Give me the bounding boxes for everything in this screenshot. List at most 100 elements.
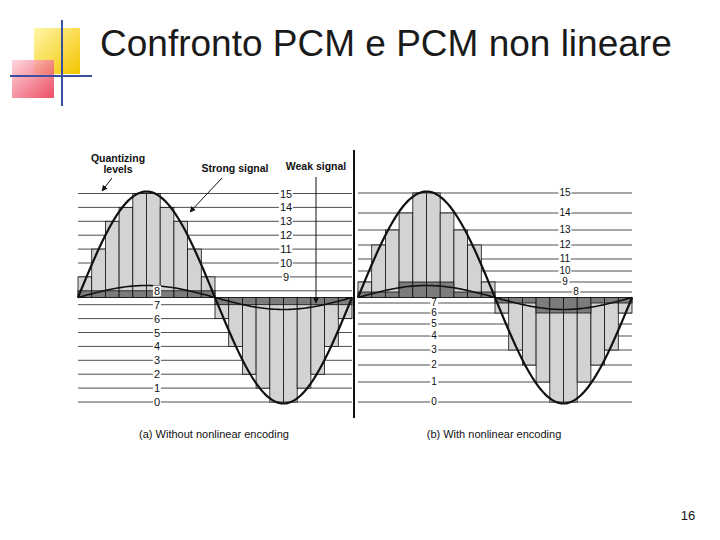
weak-step xyxy=(522,298,536,304)
level-number: 0 xyxy=(430,397,438,407)
weak-signal-curve xyxy=(358,286,632,310)
strong-step xyxy=(133,194,147,298)
level-number: 12 xyxy=(279,230,293,241)
strong-step xyxy=(256,298,270,389)
strong-step xyxy=(119,207,133,297)
slide-decoration xyxy=(10,20,92,106)
level-number: 5 xyxy=(430,319,438,329)
weak-step xyxy=(564,298,578,314)
weak-step xyxy=(577,298,591,314)
level-number: 15 xyxy=(558,188,571,198)
weak-step xyxy=(270,298,284,305)
quantizing-panel xyxy=(358,192,632,404)
level-number: 4 xyxy=(153,341,161,352)
strong-step xyxy=(147,194,161,298)
strong-step xyxy=(468,245,482,298)
level-line xyxy=(358,402,632,403)
level-number: 2 xyxy=(430,360,438,370)
callout-label: Strong signal xyxy=(201,163,268,174)
strong-step xyxy=(440,213,454,298)
level-number: 1 xyxy=(430,377,438,387)
weak-step xyxy=(591,298,605,304)
level-number: 3 xyxy=(153,355,161,366)
weak-step xyxy=(160,291,174,298)
callout-label: Quantizing levels xyxy=(86,153,150,174)
level-number: 5 xyxy=(153,327,161,338)
strong-step xyxy=(270,298,284,403)
leader-line xyxy=(316,177,317,303)
strong-step xyxy=(427,193,441,298)
blue-rule xyxy=(10,75,92,77)
panel-caption: (b) With nonlinear encoding xyxy=(427,429,562,440)
panel-divider xyxy=(353,150,355,418)
strong-step xyxy=(297,298,311,389)
level-number: 1 xyxy=(153,383,161,394)
strong-step xyxy=(605,298,619,351)
level-number: 4 xyxy=(430,331,438,341)
strong-step xyxy=(372,245,386,298)
weak-step xyxy=(256,298,270,305)
level-line xyxy=(78,193,352,194)
weak-step xyxy=(399,282,413,298)
page-number: 16 xyxy=(681,509,695,522)
level-number: 13 xyxy=(279,216,293,227)
level-number: 13 xyxy=(558,225,571,235)
level-number: 2 xyxy=(153,369,161,380)
weak-step xyxy=(427,282,441,298)
level-number: 12 xyxy=(558,240,571,250)
level-number: 6 xyxy=(430,308,438,318)
strong-step xyxy=(413,193,427,298)
level-number: 9 xyxy=(282,271,290,282)
level-number: 0 xyxy=(153,397,161,408)
weak-step xyxy=(242,298,256,305)
leader-line xyxy=(190,178,222,212)
weak-step xyxy=(133,291,147,298)
leader-line xyxy=(102,178,112,191)
level-number: 9 xyxy=(561,277,569,287)
level-number: 14 xyxy=(279,202,293,213)
weak-step xyxy=(297,298,311,305)
strong-step xyxy=(550,298,564,403)
strong-step xyxy=(160,207,174,297)
level-number: 14 xyxy=(558,208,571,218)
strong-step xyxy=(564,298,578,403)
quantizing-panel xyxy=(78,192,352,404)
strong-signal-curve xyxy=(78,192,352,404)
level-number: 10 xyxy=(558,266,571,276)
weak-step xyxy=(284,298,298,305)
slide-title: Confronto PCM e PCM non lineare xyxy=(100,24,672,65)
weak-step xyxy=(385,292,399,298)
level-number: 7 xyxy=(153,299,161,310)
weak-step xyxy=(440,282,454,298)
strong-signal-curve xyxy=(358,192,632,404)
level-number: 7 xyxy=(430,298,438,308)
level-number: 11 xyxy=(279,244,292,255)
level-number: 3 xyxy=(430,345,438,355)
weak-step xyxy=(454,292,468,298)
red-square xyxy=(12,60,54,98)
blue-rule xyxy=(61,20,63,106)
weak-signal-curve xyxy=(78,286,352,310)
level-number: 10 xyxy=(279,258,293,269)
level-number: 6 xyxy=(153,313,161,324)
level-number: 8 xyxy=(572,287,580,297)
strong-step xyxy=(509,298,523,351)
weak-step xyxy=(413,282,427,298)
level-line xyxy=(78,402,352,403)
callout-label: Weak signal xyxy=(286,161,347,172)
panel-caption: (a) Without nonlinear encoding xyxy=(139,429,289,440)
level-number: 11 xyxy=(559,254,571,264)
strong-step xyxy=(284,298,298,403)
strong-step xyxy=(536,298,550,383)
strong-step xyxy=(577,298,591,383)
weak-step xyxy=(550,298,564,314)
level-line xyxy=(358,193,632,194)
level-number: 15 xyxy=(279,188,293,199)
strong-step xyxy=(399,213,413,298)
level-number: 8 xyxy=(153,285,161,296)
weak-step xyxy=(536,298,550,314)
weak-step xyxy=(311,298,325,305)
weak-step xyxy=(119,291,133,298)
